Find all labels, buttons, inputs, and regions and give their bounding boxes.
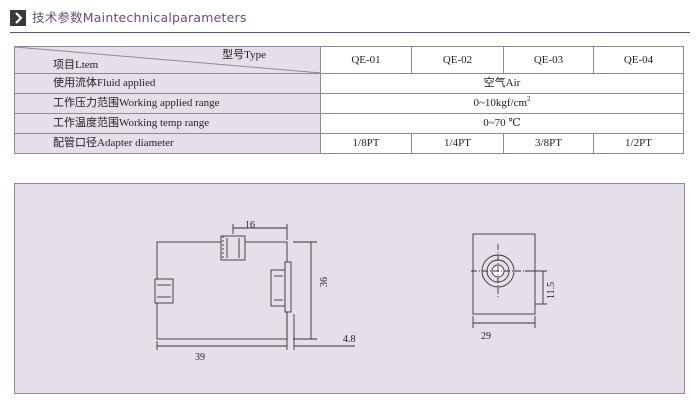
adapter-value: 3/8PT: [503, 133, 594, 154]
row-label: 工作压力范围Working applied range: [14, 93, 321, 114]
model-header: QE-03: [503, 46, 594, 74]
table-row: 工作压力范围Working applied range 0~10kgf/cm2: [14, 93, 684, 114]
side-view-body: [472, 233, 536, 315]
model-header: QE-02: [411, 46, 504, 74]
dim-label: 36: [319, 277, 330, 287]
adapter-value: 1/2PT: [593, 133, 684, 154]
model-header: QE-04: [593, 46, 684, 74]
pressure-value-text: 0~10kgf/cm: [473, 97, 528, 109]
type-label: 型号Type: [222, 49, 266, 61]
header-divider: [10, 32, 690, 33]
section-title: 技术参数Maintechnicalparameters: [32, 10, 247, 25]
row-label: 工作温度范围Working temp range: [14, 113, 321, 134]
model-header: QE-01: [320, 46, 412, 74]
spec-table: 型号Type 项目Ltem QE-01 QE-02 QE-03 QE-04 使用…: [14, 46, 684, 154]
table-row: 工作温度范围Working temp range 0~70 ℃: [14, 113, 684, 134]
dim-label: 4.8: [343, 334, 356, 345]
type-item-header: 型号Type 项目Ltem: [14, 46, 321, 74]
row-label: 使用流体Fluid applied: [14, 73, 321, 94]
section-header: 技术参数Maintechnicalparameters: [10, 9, 690, 33]
dim-label: 16: [245, 220, 255, 231]
temp-value: 0~70 ℃: [320, 113, 684, 134]
table-header-row: 型号Type 项目Ltem QE-01 QE-02 QE-03 QE-04: [14, 46, 684, 74]
table-row: 使用流体Fluid applied 空气Air: [14, 73, 684, 94]
table-row: 配管口径Adapter diameter 1/8PT 1/4PT 3/8PT 1…: [14, 133, 684, 154]
pressure-unit-sup: 2: [527, 95, 531, 103]
pressure-value: 0~10kgf/cm2: [320, 93, 684, 114]
dim-label: 39: [195, 352, 205, 363]
adapter-value: 1/8PT: [320, 133, 412, 154]
item-label: 项目Ltem: [53, 59, 99, 71]
dim-label: 11.5: [546, 281, 557, 299]
chevron-right-icon: [10, 10, 26, 26]
dim-label: 29: [481, 331, 491, 342]
row-label: 配管口径Adapter diameter: [14, 133, 321, 154]
technical-drawing: [154, 224, 547, 350]
dimension-drawing-panel: 16 36 39 4.8 11.5 29: [14, 183, 685, 394]
adapter-value: 1/4PT: [411, 133, 504, 154]
diagonal-divider: [15, 47, 320, 73]
fluid-value: 空气Air: [320, 73, 684, 94]
